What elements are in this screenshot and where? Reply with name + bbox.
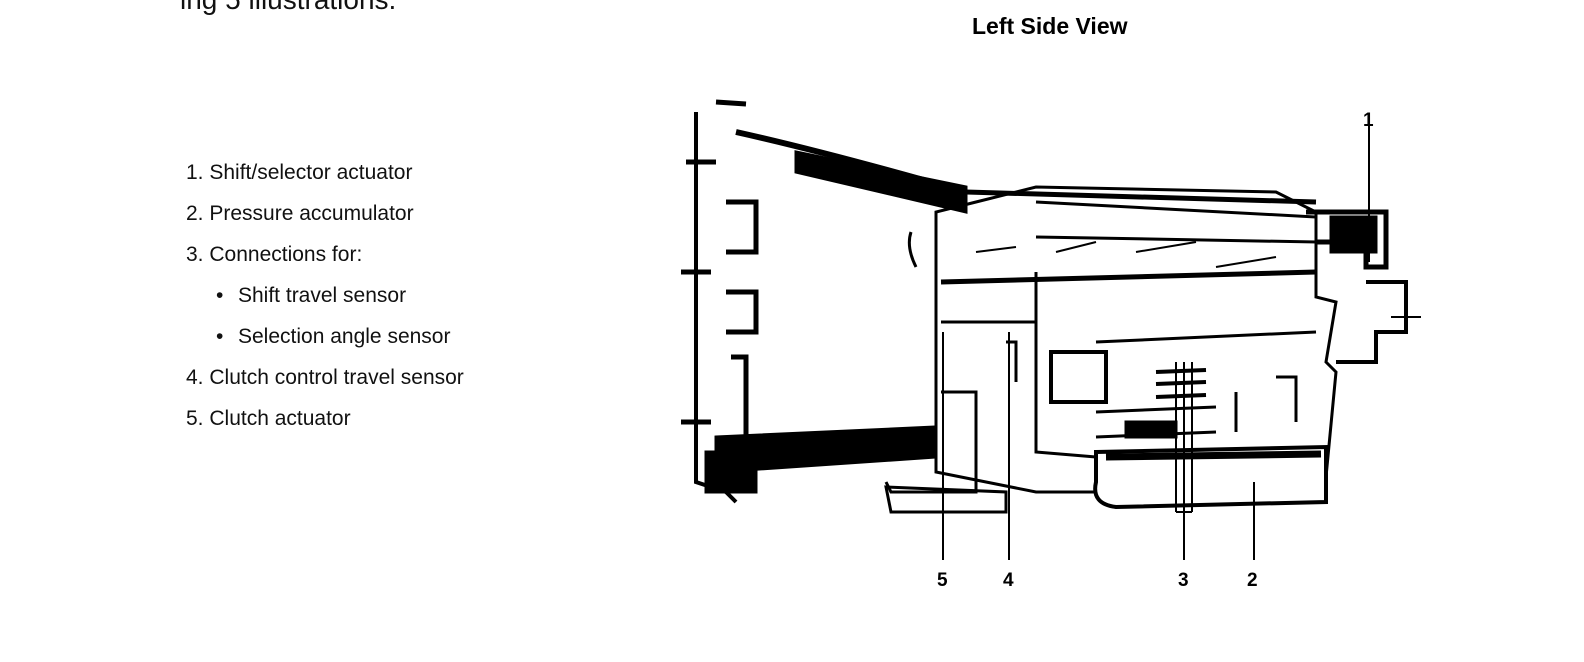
view-title: Left Side View (972, 13, 1128, 39)
callout-2: 2 (1247, 570, 1258, 591)
legend-item-1: 1. Shift/selector actuator (186, 152, 464, 193)
legend-label: Shift/selector actuator (209, 161, 413, 184)
legend-label: Selection angle sensor (238, 325, 451, 348)
legend-num: 4. (186, 366, 204, 389)
legend-num: 3. (186, 243, 204, 266)
legend-label: Shift travel sensor (238, 284, 407, 307)
callout-3: 3 (1178, 570, 1189, 591)
bullet-icon: • (216, 284, 224, 307)
legend-num: 1. (186, 161, 204, 184)
legend-num: 5. (186, 407, 204, 430)
bullet-icon: • (216, 325, 224, 348)
legend-num: 2. (186, 202, 204, 225)
parts-legend: 1. Shift/selector actuator 2. Pressure a… (186, 152, 464, 439)
legend-label: Clutch control travel sensor (209, 366, 464, 389)
legend-item-4: 4. Clutch control travel sensor (186, 357, 464, 398)
cut-off-intro-text: ing 5 illustrations. (180, 0, 396, 16)
legend-subitem-shift-travel: • Shift travel sensor (186, 275, 464, 316)
legend-label: Connections for: (209, 243, 363, 266)
callout-5: 5 (937, 570, 948, 591)
legend-label: Clutch actuator (209, 407, 351, 430)
callout-4: 4 (1003, 570, 1014, 591)
transmission-drawing (681, 99, 1421, 560)
legend-item-3: 3. Connections for: (186, 234, 464, 275)
transmission-diagram: 1 2 3 4 5 (681, 99, 1421, 591)
legend-subitem-selection-angle: • Selection angle sensor (186, 316, 464, 357)
legend-label: Pressure accumulator (209, 202, 414, 225)
callout-1: 1 (1363, 110, 1374, 131)
legend-item-5: 5. Clutch actuator (186, 398, 464, 439)
legend-item-2: 2. Pressure accumulator (186, 193, 464, 234)
